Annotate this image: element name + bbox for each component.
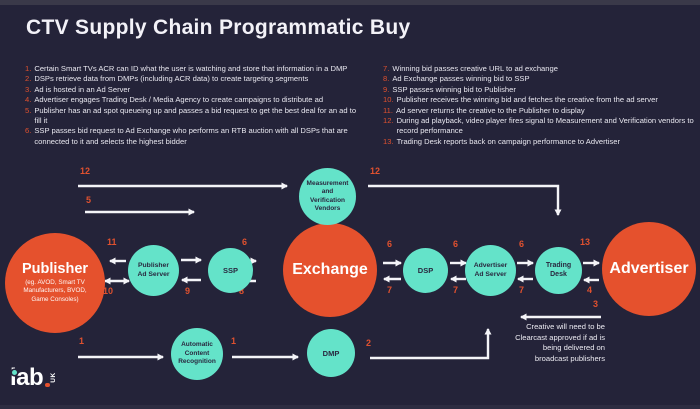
- step-text: During ad playback, video player fires s…: [396, 116, 694, 136]
- step-number: 8.: [383, 74, 390, 84]
- arrow-12-mvv-to-trading-desk: [368, 184, 562, 216]
- node-advertiser: Advertiser: [602, 222, 696, 316]
- arrow-label-3: 3: [593, 299, 599, 309]
- step-text: Ad server returns the creative to the Pu…: [396, 105, 585, 115]
- step-item-5: 5.Publisher has an ad spot queueing up a…: [25, 106, 363, 127]
- step-item-3: 3.Ad is hosted in an Ad Server: [25, 85, 363, 95]
- step-item-7: 7.Winning bid passes creative URL to ad …: [383, 64, 695, 74]
- step-item-1: 1.Certain Smart TVs ACR can ID what the …: [25, 64, 363, 74]
- frame-edge-bottom: [0, 405, 700, 409]
- node-label: SSP: [222, 266, 238, 275]
- node-label: Advertiser Ad Server: [473, 261, 508, 278]
- node-label: DMP: [322, 348, 340, 358]
- node-publisher-sublabel: (eg. AVOD, Smart TV Manufacturers, BVOD,…: [23, 279, 87, 303]
- arrow-label-12: 12: [370, 166, 381, 176]
- step-item-13: 13.Trading Desk reports back on campaign…: [383, 137, 695, 147]
- node-label: Publisher Ad Server: [137, 261, 170, 278]
- node-publisher-ad-server: Publisher Ad Server: [128, 245, 179, 296]
- step-number: 6.: [25, 126, 32, 136]
- arrow-label-1: 1: [231, 336, 237, 346]
- arrow-label-7: 7: [453, 285, 459, 295]
- node-dsp: DSP: [403, 248, 448, 293]
- step-number: 5.: [25, 105, 32, 115]
- node-exchange: Exchange: [283, 223, 377, 317]
- arrow-label-1: 1: [79, 336, 85, 346]
- step-text: Certain Smart TVs ACR can ID what the us…: [34, 64, 348, 73]
- step-text: Ad Exchange passes winning bid to SSP: [392, 74, 530, 84]
- iab-logo-uk-text: UK: [49, 372, 57, 383]
- iab-logo-text: iab: [10, 364, 44, 391]
- node-ssp: SSP: [208, 248, 253, 293]
- step-item-2: 2.DSPs retrieve data from DMPs (includin…: [25, 74, 363, 84]
- step-item-12: 12.During ad playback, video player fire…: [383, 116, 695, 137]
- node-measurement-verification-vendors: Measurement and Verification Vendors: [299, 168, 356, 225]
- step-item-8: 8.Ad Exchange passes winning bid to SSP: [383, 74, 695, 84]
- arrow-label-9: 9: [185, 286, 191, 296]
- node-label: Automatic Content Recognition: [178, 341, 216, 366]
- step-item-10: 10.Publisher receives the winning bid an…: [383, 95, 695, 105]
- step-text: SSP passes winning bid to Publisher: [392, 84, 516, 94]
- steps-list-left: 1.Certain Smart TVs ACR can ID what the …: [25, 64, 363, 147]
- arrow-label-4: 4: [587, 285, 593, 295]
- step-text: SSP passes bid request to Ad Exchange wh…: [34, 126, 348, 146]
- step-item-11: 11.Ad server returns the creative to the…: [383, 106, 695, 116]
- node-automatic-content-recognition: Automatic Content Recognition: [171, 328, 223, 380]
- arrow-label-6: 6: [519, 239, 525, 249]
- iab-uk-logo: iab UK: [10, 364, 72, 400]
- node-label: Exchange: [292, 261, 368, 278]
- iab-period-dot: [45, 382, 50, 388]
- step-text: Advertiser engages Trading Desk / Media …: [34, 95, 324, 105]
- arrow-label-6: 6: [387, 239, 393, 249]
- node-publisher-label: Publisher: [21, 261, 89, 278]
- step-text: Ad is hosted in an Ad Server: [34, 84, 131, 94]
- steps-list-right: 7.Winning bid passes creative URL to ad …: [383, 64, 695, 147]
- node-label: Advertiser: [609, 260, 689, 277]
- arrow-label-10: 10: [103, 286, 114, 296]
- step-number: 3.: [25, 84, 32, 94]
- step-item-4: 4.Advertiser engages Trading Desk / Medi…: [25, 95, 363, 105]
- node-publisher: Publisher (eg. AVOD, Smart TV Manufactur…: [5, 233, 105, 333]
- arrow-label-7: 7: [519, 285, 525, 295]
- step-number: 4.: [25, 95, 32, 105]
- node-label: Trading Desk: [545, 261, 572, 278]
- step-number: 9.: [383, 84, 390, 94]
- step-number: 11.: [383, 105, 393, 115]
- step-item-9: 9.SSP passes winning bid to Publisher: [383, 85, 695, 95]
- node-trading-desk: Trading Desk: [535, 247, 582, 294]
- arrow-label-6: 6: [453, 239, 459, 249]
- step-text: DSPs retrieve data from DMPs (including …: [34, 74, 309, 84]
- step-number: 13.: [383, 136, 394, 146]
- step-number: 1.: [25, 64, 32, 73]
- node-label: DSP: [417, 266, 434, 275]
- node-label: Measurement and Verification Vendors: [306, 179, 349, 212]
- step-text: Publisher receives the winning bid and f…: [396, 95, 658, 105]
- arrow-2-dmp-up: [370, 328, 492, 360]
- arrow-label-8: 8: [239, 286, 245, 296]
- arrow-label-13: 13: [580, 237, 591, 247]
- frame-edge-top: [0, 0, 700, 5]
- node-dmp: DMP: [307, 329, 355, 377]
- step-number: 10.: [383, 95, 394, 105]
- step-text: Winning bid passes creative URL to ad ex…: [392, 64, 558, 73]
- arrow-label-6: 6: [242, 237, 248, 247]
- arrow-label-2: 2: [366, 338, 372, 348]
- node-advertiser-ad-server: Advertiser Ad Server: [465, 245, 516, 296]
- iab-logo-teal-dot: [11, 370, 17, 375]
- step-number: 12.: [383, 116, 394, 126]
- step-text: Publisher has an ad spot queueing up and…: [34, 105, 357, 126]
- arrow-label-11: 11: [107, 237, 117, 247]
- step-number: 2.: [25, 74, 32, 84]
- step-item-6: 6.SSP passes bid request to Ad Exchange …: [25, 126, 363, 147]
- arrow-label-12: 12: [80, 166, 91, 176]
- arrow-label-7: 7: [387, 285, 393, 295]
- arrow-label-5: 5: [86, 195, 92, 205]
- step-text: Trading Desk reports back on campaign pe…: [396, 136, 620, 146]
- page-title: CTV Supply Chain Programmatic Buy: [26, 16, 411, 39]
- clearcast-note: Creative will need to be Clearcast appro…: [515, 322, 605, 363]
- step-number: 7.: [383, 64, 390, 73]
